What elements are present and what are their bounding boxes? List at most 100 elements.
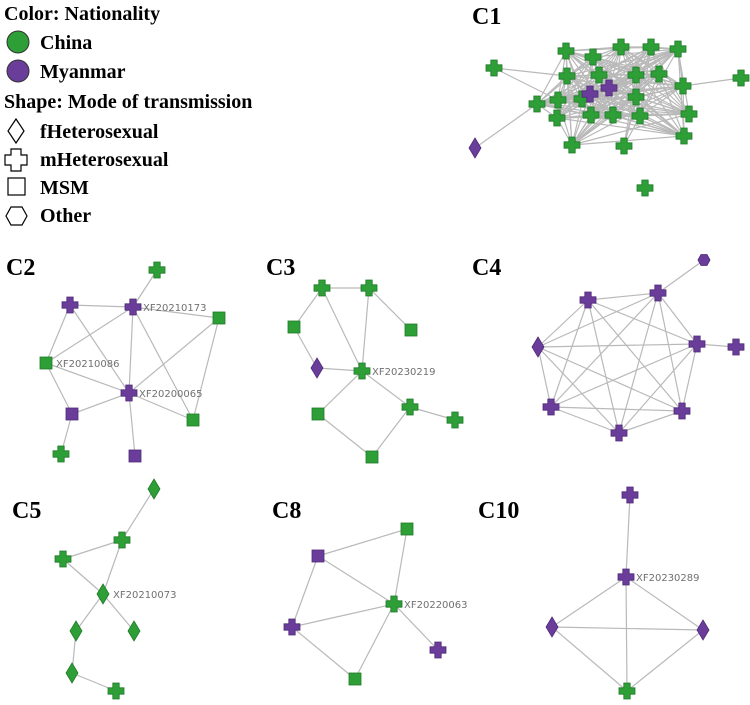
node-cross-china [401, 398, 419, 416]
edge-c1 [589, 46, 622, 95]
edge-c5 [62, 558, 104, 595]
node-cross-china [485, 59, 503, 77]
node-cross-china [549, 91, 567, 109]
node-label: XF20210086 [56, 359, 120, 370]
edge-c4 [537, 346, 552, 408]
legend-shape-title: Shape: Mode of transmission [4, 91, 252, 113]
node-cross-myanmar [649, 284, 667, 302]
edge-c2 [132, 306, 194, 421]
node-cross-myanmar [673, 402, 691, 420]
node-cross-china [604, 106, 622, 124]
node-cross-myanmar [727, 338, 745, 356]
cluster-title-c3: C3 [266, 255, 295, 281]
node-square-china [39, 356, 53, 370]
node-label: XF20230219 [372, 367, 436, 378]
node-cross-myanmar [688, 335, 706, 353]
node-cross-myanmar [600, 79, 618, 97]
edge-c5 [102, 539, 123, 595]
node-cross-myanmar [579, 291, 597, 309]
edge-c3 [371, 406, 411, 458]
edge-c1 [592, 48, 679, 58]
edge-c4 [537, 346, 683, 412]
edge-c1 [571, 113, 690, 146]
cluster-title-c2: C2 [6, 255, 35, 281]
node-cross-china [148, 261, 166, 279]
edge-c8 [291, 626, 356, 680]
node-square-myanmar [311, 549, 325, 563]
node-cross-china [353, 362, 371, 380]
edge-c1 [658, 73, 685, 137]
edge-c2 [45, 306, 134, 364]
edge-c2 [128, 317, 220, 394]
edge-c1 [571, 114, 614, 146]
edge-c1 [556, 113, 690, 119]
edge-c2 [69, 304, 134, 308]
edge-c1 [635, 96, 690, 115]
edge-c4 [587, 299, 683, 412]
edge-c1 [612, 114, 685, 137]
node-cross-china [590, 66, 608, 84]
node-cross-china [674, 77, 692, 95]
edge-c3 [361, 370, 411, 408]
edge-c8 [317, 528, 408, 557]
node-cross-china [642, 38, 660, 56]
node-diamond-china [96, 583, 110, 605]
node-hexagon-myanmar [697, 254, 711, 266]
legend-cross-icon [4, 148, 28, 172]
edge-c4 [657, 292, 698, 345]
node-cross-china [732, 69, 750, 87]
edge-c1 [598, 74, 684, 87]
edge-c8 [291, 603, 395, 628]
edge-c10 [625, 576, 628, 692]
node-cross-china [113, 531, 131, 549]
edge-c1 [474, 103, 538, 149]
node-square-china [404, 323, 418, 337]
node-cross-china [446, 411, 464, 429]
node-cross-myanmar [617, 568, 635, 586]
edge-c1 [571, 135, 685, 146]
cluster-title-c4: C4 [472, 255, 501, 281]
edge-c3 [321, 287, 363, 372]
node-cross-china [107, 682, 125, 700]
node-label: XF20220063 [404, 600, 468, 611]
node-diamond-myanmar [696, 619, 710, 641]
edge-c4 [537, 292, 659, 348]
edge-c1 [536, 75, 568, 105]
edge-c1 [635, 96, 685, 137]
edge-c2 [128, 306, 134, 394]
legend-msm-label: MSM [40, 177, 89, 199]
edge-c4 [657, 292, 683, 412]
node-cross-china [584, 48, 602, 66]
node-diamond-myanmar [531, 336, 545, 358]
node-diamond-myanmar [545, 616, 559, 638]
node-square-china [400, 522, 414, 536]
node-cross-myanmar [621, 486, 639, 504]
edge-c1 [566, 48, 679, 77]
node-label: XF20210173 [143, 303, 207, 314]
edge-c2 [45, 304, 71, 364]
node-cross-china [618, 682, 636, 700]
edge-c3 [368, 287, 412, 331]
edge-c3 [293, 287, 323, 328]
edge-c4 [587, 292, 659, 301]
node-diamond-china [69, 620, 83, 642]
legend-china-swatch [6, 30, 30, 54]
edge-c10 [551, 576, 627, 628]
edge-c2 [71, 392, 130, 415]
edge-c4 [550, 406, 620, 434]
node-cross-china [557, 42, 575, 60]
legend-china-label: China [40, 32, 92, 54]
edge-c1 [620, 46, 684, 87]
edge-c3 [317, 370, 363, 415]
node-cross-china [615, 137, 633, 155]
legend-square-icon [7, 177, 26, 196]
edge-c4 [550, 292, 659, 408]
node-cross-china [627, 66, 645, 84]
edge-c2 [132, 306, 220, 319]
edge-c4 [550, 299, 589, 408]
node-square-china [287, 320, 301, 334]
node-cross-china [360, 279, 378, 297]
node-cross-china [675, 127, 693, 145]
cluster-title-c5: C5 [12, 498, 41, 524]
